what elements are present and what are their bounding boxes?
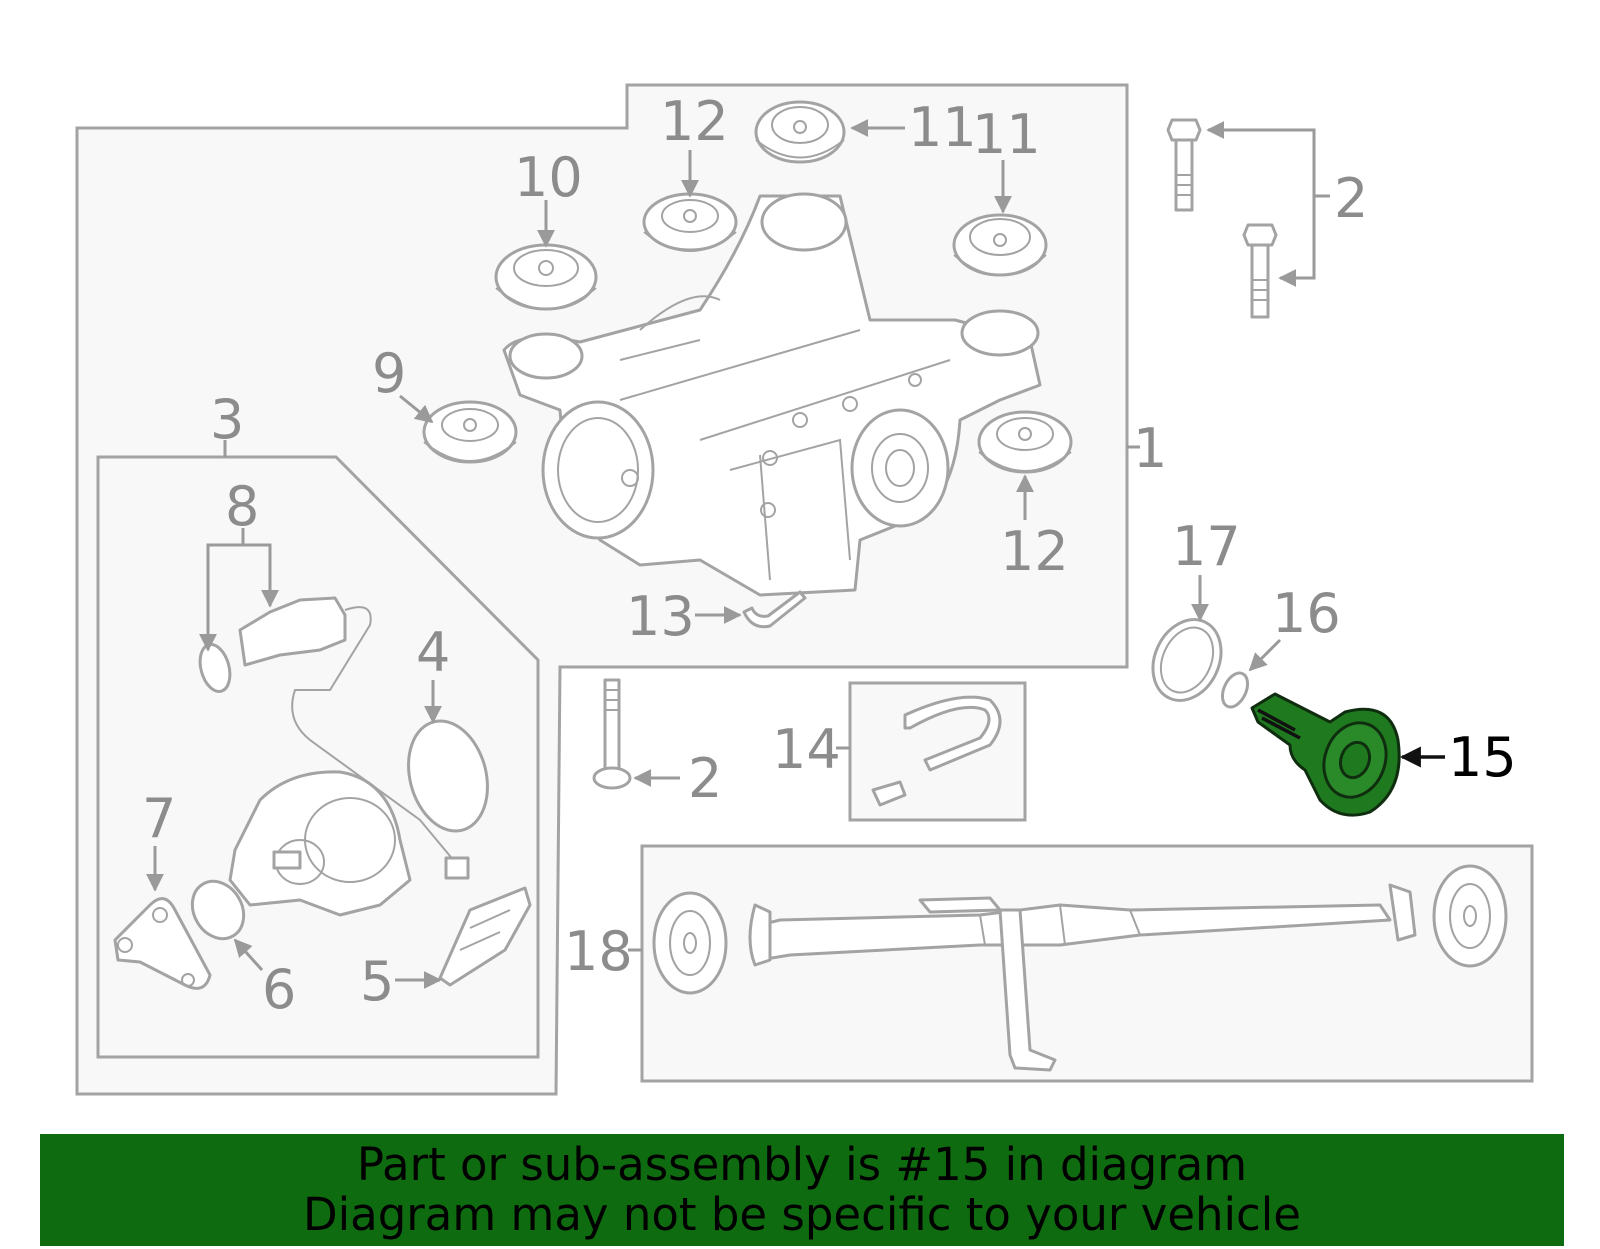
- leader-6: [233, 938, 264, 972]
- mount-10: [494, 243, 598, 311]
- callout-6: 6: [262, 958, 296, 1021]
- solenoid-8: [198, 596, 470, 880]
- callout-9: 9: [372, 342, 406, 405]
- vent-tube-13: [742, 590, 807, 629]
- bolt-2-middle: [592, 678, 632, 790]
- leader-8a: [199, 528, 245, 652]
- callout-12-right: 12: [1000, 520, 1069, 583]
- callout-17: 17: [1172, 515, 1241, 578]
- mount-12-right: [977, 410, 1073, 474]
- leader-2a: [1206, 121, 1330, 198]
- callout-10: 10: [514, 146, 583, 209]
- differential-housing: [502, 192, 1042, 597]
- pump-assembly: [228, 770, 412, 917]
- leader-2b: [1278, 196, 1316, 287]
- hose-14: [871, 695, 1002, 807]
- mount-9: [422, 400, 518, 464]
- banner-line-2: Diagram may not be specific to your vehi…: [303, 1188, 1301, 1241]
- callout-13: 13: [626, 585, 695, 648]
- callout-16: 16: [1272, 582, 1341, 645]
- callout-3: 3: [210, 388, 244, 451]
- mount-11-right: [952, 213, 1048, 277]
- callout-2-top: 2: [1334, 167, 1368, 230]
- mount-12-top: [642, 192, 738, 252]
- info-banner: Part or sub-assembly is #15 in diagram D…: [40, 1134, 1564, 1246]
- bolt-2-upper: [1166, 118, 1202, 212]
- callout-2-middle: 2: [688, 747, 722, 810]
- output-flange-15: [1250, 692, 1401, 817]
- seal-17: [1151, 618, 1223, 702]
- bracket-7: [113, 897, 212, 990]
- callout-14: 14: [772, 718, 841, 781]
- callout-8: 8: [225, 475, 259, 538]
- drive-shaft-18: [652, 864, 1508, 1072]
- leader-8b: [243, 543, 279, 608]
- assembly-box-18: [640, 844, 1534, 1083]
- callout-15: 15: [1448, 726, 1517, 789]
- callout-4: 4: [416, 621, 450, 684]
- mount-11-top: [754, 100, 846, 164]
- callout-18: 18: [564, 920, 633, 983]
- snap-ring-16: [1220, 671, 1250, 709]
- module-5: [438, 886, 532, 987]
- leader-16: [1248, 638, 1282, 672]
- leader-9: [399, 394, 434, 424]
- callout-12-top: 12: [660, 90, 729, 153]
- callout-1: 1: [1133, 417, 1167, 480]
- callout-11-top: 11: [908, 96, 977, 159]
- bolt-2-lower: [1242, 223, 1278, 319]
- banner-line-1: Part or sub-assembly is #15 in diagram: [356, 1138, 1248, 1191]
- callout-5: 5: [360, 950, 394, 1013]
- seal-6: [190, 879, 246, 941]
- callout-7: 7: [142, 787, 176, 850]
- callout-11-right: 11: [972, 103, 1041, 166]
